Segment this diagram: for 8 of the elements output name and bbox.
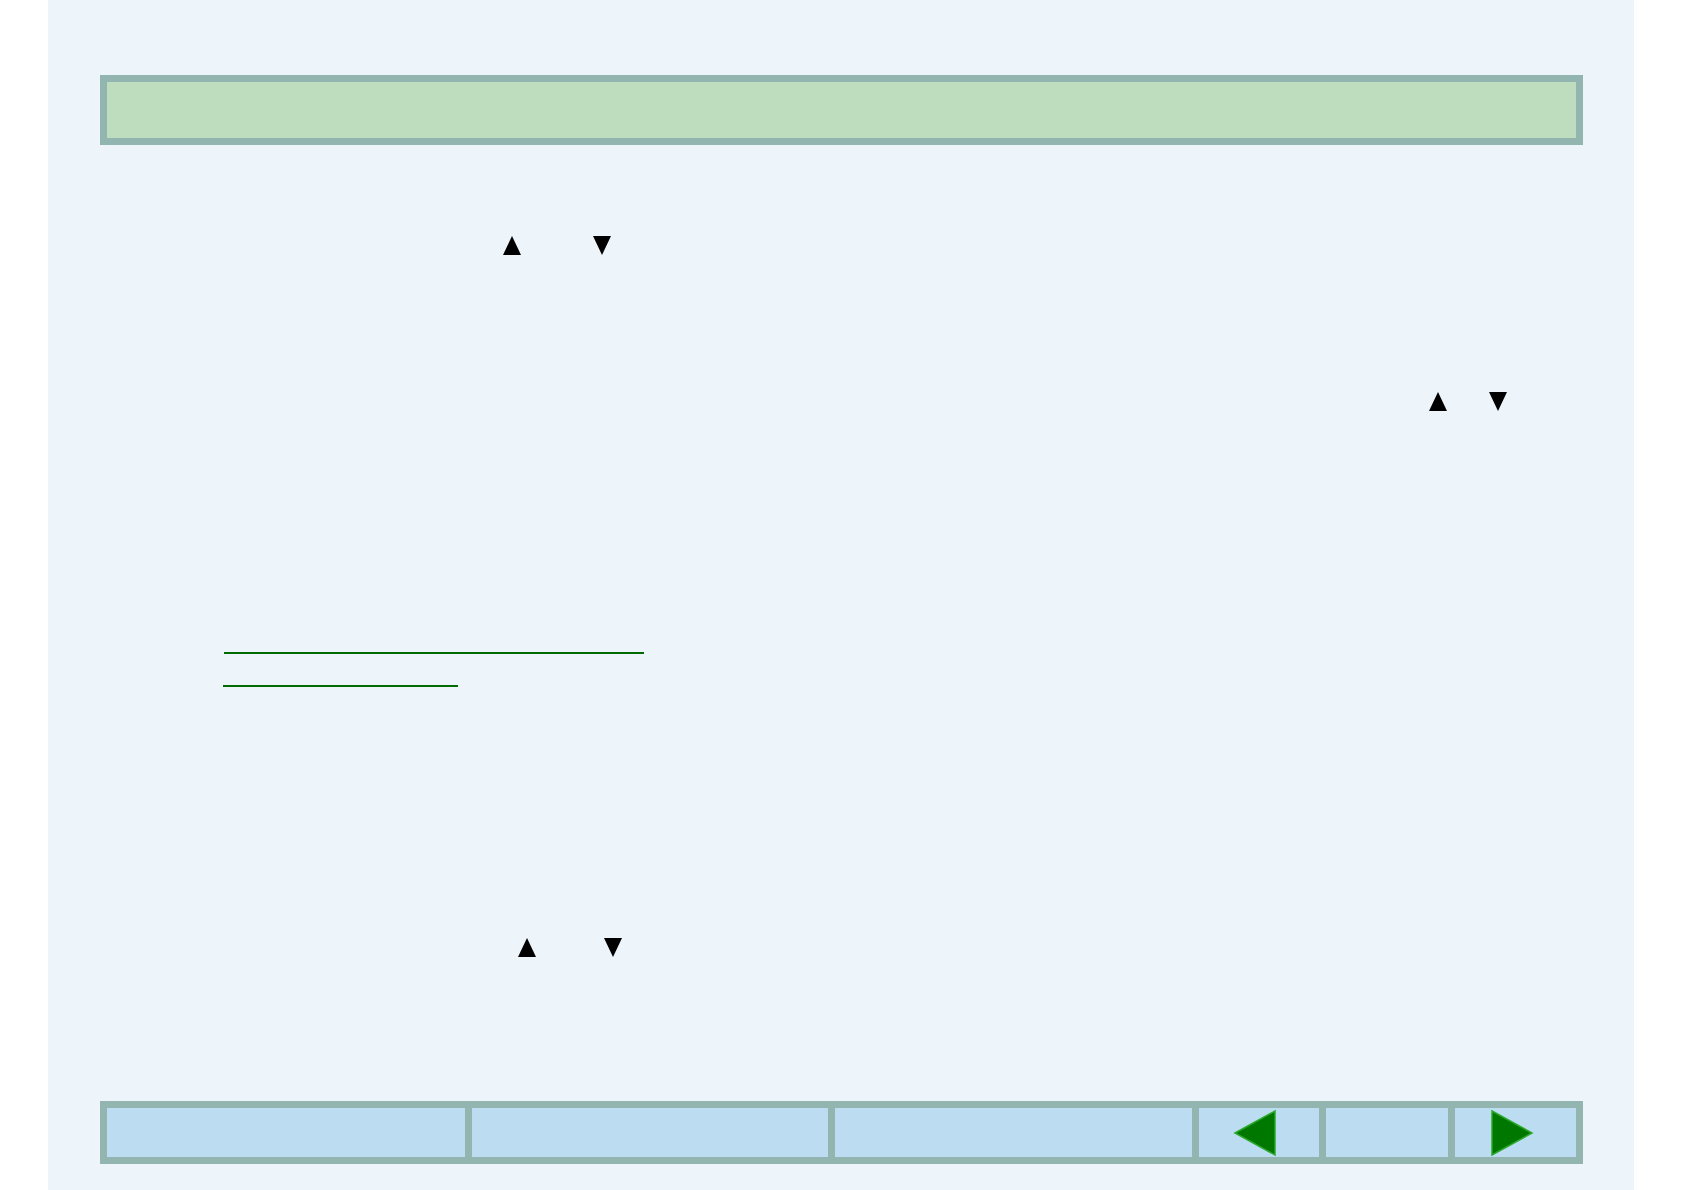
navigation-cell	[1199, 1108, 1319, 1157]
navigation-cell	[472, 1108, 828, 1157]
navigation-cell	[835, 1108, 1192, 1157]
navigation-cell	[1455, 1108, 1576, 1157]
navigation-cell	[1326, 1108, 1448, 1157]
navigation-bar	[100, 1101, 1583, 1164]
navigation-cell	[107, 1108, 465, 1157]
header-bar	[100, 75, 1583, 145]
